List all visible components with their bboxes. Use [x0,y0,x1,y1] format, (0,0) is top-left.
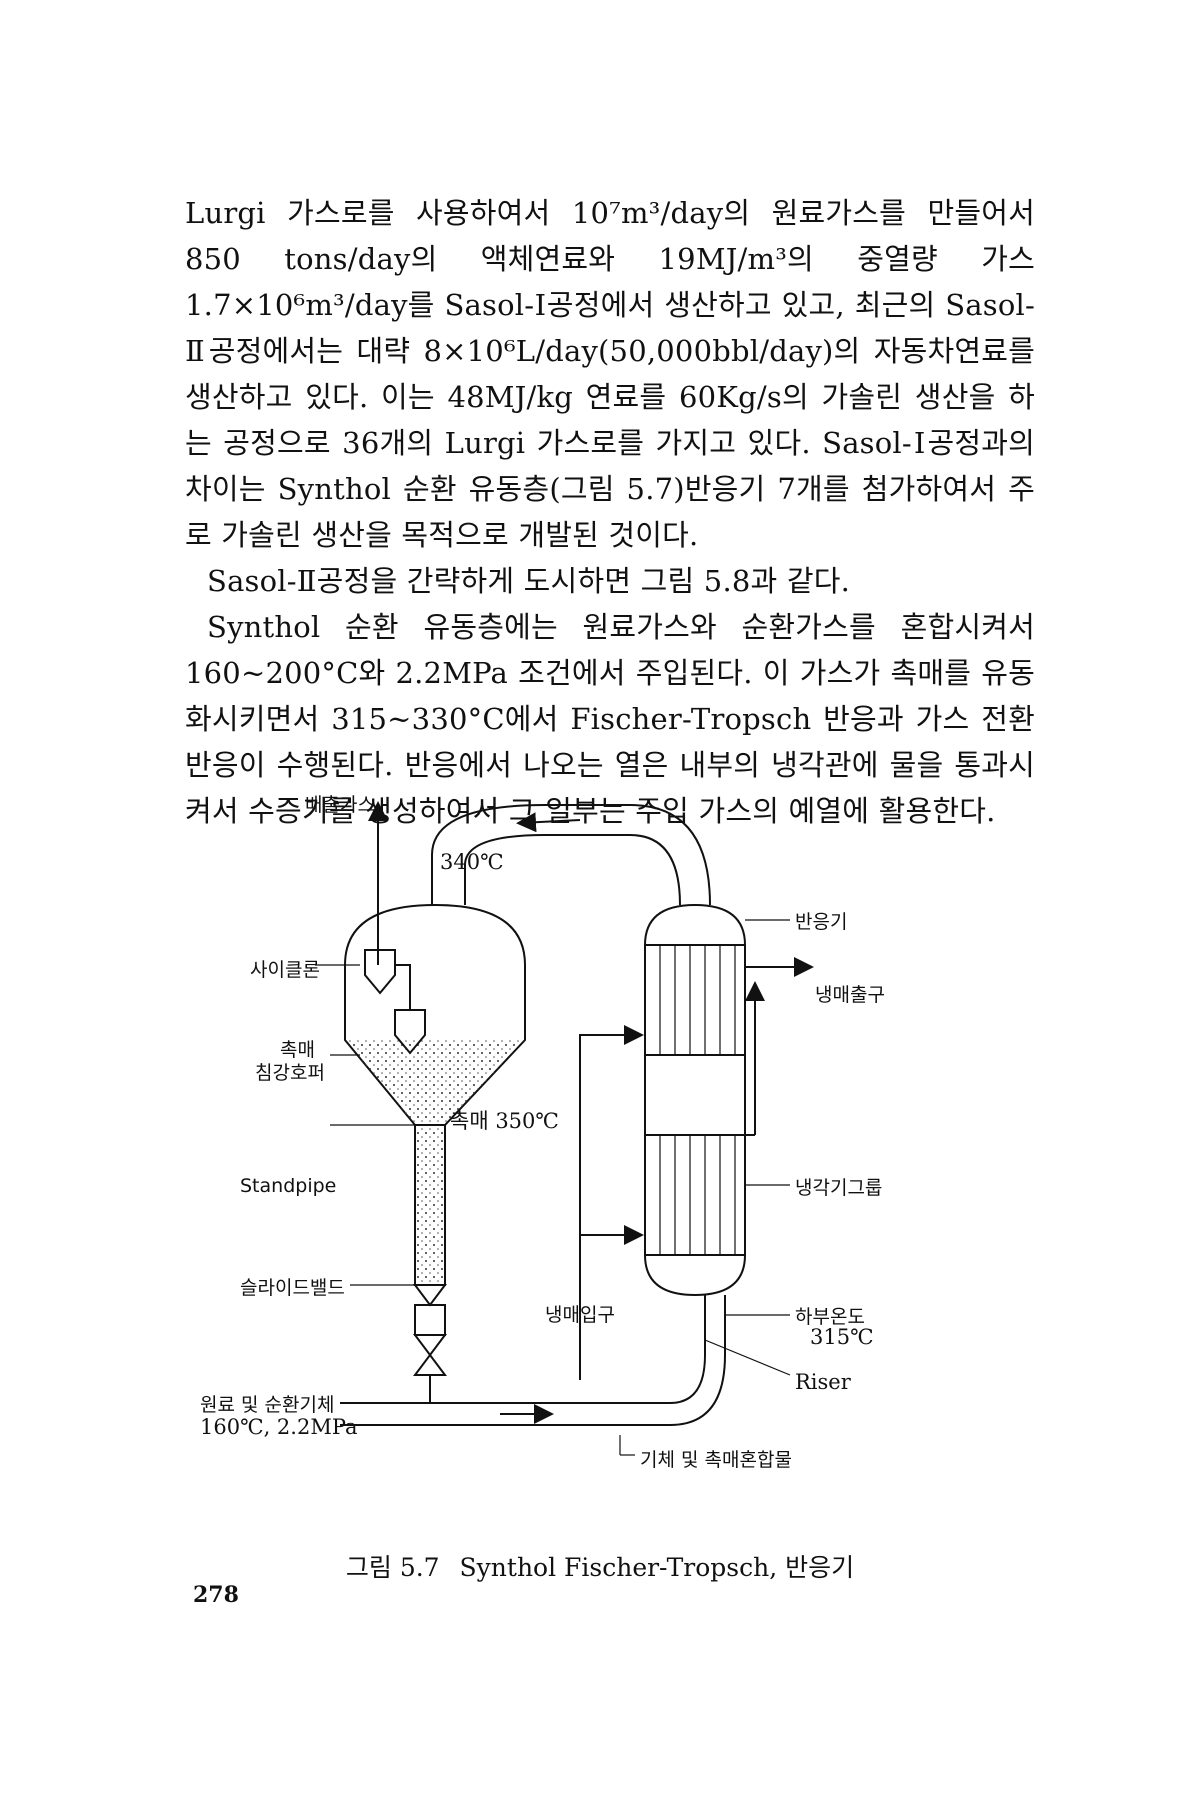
label-coolant-inlet: 냉매입구 [545,1304,615,1326]
label-catalyst-hopper-1: 촉매 [280,1039,315,1061]
label-cooler-group: 냉각기그룹 [795,1177,883,1199]
label-feed-1: 원료 및 순환기체 [200,1394,335,1416]
label-reactor: 반응기 [795,911,848,933]
figure-caption: 그림 5.7 Synthol Fischer-Tropsch, 반응기 [0,1548,1200,1584]
standpipe [414,1124,446,1286]
label-cyclone: 사이클론 [250,959,320,981]
body-text: Lurgi 가스로를 사용하여서 10⁷m³/day의 원료가스를 만들어서 8… [185,190,1035,834]
cyclone-1 [364,949,396,995]
paragraph-2: Sasol-Ⅱ공정을 간략하게 도시하면 그림 5.8과 같다. [207,564,850,598]
label-coolant-outlet: 냉매출구 [815,984,885,1006]
label-exhaust-gas: 배출가스 [305,794,375,816]
label-catalyst-hopper-2: 침강호퍼 [255,1062,325,1084]
paragraph-3: Synthol 순환 유동층에는 원료가스와 순환가스를 혼합시켜서 160~2… [185,610,1035,828]
reactor-schematic [315,801,814,1456]
label-gas-catalyst-mix: 기체 및 촉매혼합물 [640,1449,792,1471]
caption-number: 그림 5.7 [345,1553,440,1582]
label-riser: Riser [795,1370,851,1394]
synthol-reactor-diagram: 배출가스 340℃ 사이클론 반응기 냉매출구 촉매 침강호퍼 촉매 350℃ … [200,794,1000,1535]
label-slide-valve: 슬라이드밸드 [240,1277,345,1299]
label-bottom-temp-2: 315℃ [810,1325,874,1349]
paragraph-1: Lurgi 가스로를 사용하여서 10⁷m³/day의 원료가스를 만들어서 8… [185,196,1035,552]
hopper-vessel [344,903,526,1126]
page-number: 278 [193,1582,239,1608]
label-standpipe: Standpipe [240,1175,337,1197]
label-catalyst-temp: 촉매 350℃ [450,1109,559,1133]
slide-valve [414,1304,446,1336]
label-bottom-temp-1: 하부온도 [795,1306,865,1328]
caption-title: Synthol Fischer-Tropsch, 반응기 [459,1553,855,1582]
label-temp-top: 340℃ [440,850,504,874]
cyclone-2 [394,1009,426,1055]
label-feed-2: 160℃, 2.2MPa [200,1415,358,1439]
